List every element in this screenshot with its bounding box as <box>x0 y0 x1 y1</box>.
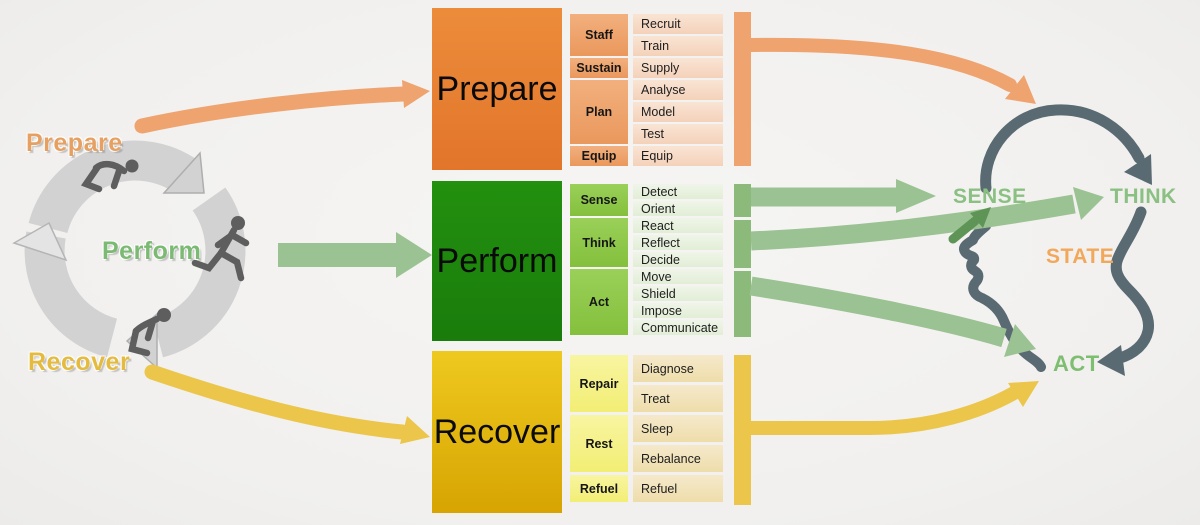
arrow-think-head-icon <box>1073 187 1104 220</box>
category-refuel: Refuel <box>570 475 628 502</box>
arrow-cycle-to-recover-head-icon <box>400 416 430 444</box>
table-item: Sleep <box>633 415 723 442</box>
category-act: Act <box>570 269 628 335</box>
recover-collector-bar <box>734 355 751 505</box>
category-rest: Rest <box>570 415 628 472</box>
prepare-collector-bar <box>734 12 751 166</box>
running-figure-icon <box>191 216 250 282</box>
arrow-prepare-to-head <box>744 37 1017 92</box>
cycle-label-recover: Recover <box>28 348 131 376</box>
category-sense: Sense <box>570 184 628 216</box>
prepare-flow <box>134 12 1036 166</box>
table-item: Communicate <box>633 320 723 335</box>
category-plan: Plan <box>570 80 628 144</box>
table-item: Train <box>633 36 723 56</box>
cycle-label-prepare: Prepare <box>26 129 123 157</box>
table-item: Orient <box>633 201 723 216</box>
arrow-cycle-to-prepare <box>134 86 412 134</box>
cycle-arrowhead-left-icon <box>12 221 68 262</box>
sense-collector-bar <box>734 184 751 217</box>
category-sustain: Sustain <box>570 58 628 78</box>
head-label-sense: SENSE <box>953 185 1027 208</box>
category-think: Think <box>570 218 628 267</box>
arrow-act-head-icon <box>1004 324 1036 357</box>
table-item: Supply <box>633 58 723 78</box>
table-item: React <box>633 218 723 233</box>
head-label-think: THINK <box>1110 185 1177 208</box>
recover-table: Repair Rest Refuel Diagnose Treat Sleep … <box>570 355 723 502</box>
table-item: Analyse <box>633 80 723 100</box>
prepare-box: Prepare <box>432 8 562 170</box>
head-skull-arc <box>980 104 1145 194</box>
act-arrowhead-icon <box>1097 345 1125 376</box>
kneeling-figure-icon <box>128 308 171 357</box>
act-collector-bar <box>734 271 751 337</box>
table-item: Diagnose <box>633 355 723 382</box>
table-item: Shield <box>633 286 723 301</box>
arrow-act <box>749 276 1007 348</box>
table-item: Rebalance <box>633 445 723 472</box>
head-label-state: STATE <box>1046 245 1115 268</box>
table-item: Decide <box>633 252 723 267</box>
perform-flow <box>278 179 1104 357</box>
arrow-think <box>750 194 1076 251</box>
recover-box: Recover <box>432 351 562 513</box>
perform-box: Perform <box>432 181 562 341</box>
table-item: Detect <box>633 184 723 199</box>
perform-table: Sense Think Act Detect Orient React Refl… <box>570 184 723 335</box>
arrow-recover-to-head <box>744 386 1021 435</box>
arrow-into-sense <box>948 216 980 244</box>
arrow-recover-to-head-icon <box>1008 381 1039 407</box>
prepare-table: Staff Sustain Plan Equip Recruit Train S… <box>570 14 723 166</box>
category-staff: Staff <box>570 14 628 56</box>
table-item: Model <box>633 102 723 122</box>
category-equip: Equip <box>570 146 628 166</box>
arrow-sense-head-icon <box>896 179 936 213</box>
table-item: Equip <box>633 146 723 166</box>
arrow-prepare-to-head-icon <box>1005 75 1036 104</box>
cycle-figures <box>80 159 250 357</box>
head-label-act: ACT <box>1053 351 1100 376</box>
table-item: Treat <box>633 385 723 412</box>
cycle-arrowhead-right-icon <box>162 151 205 194</box>
arrow-into-sense-head-icon <box>970 207 991 228</box>
table-item: Move <box>633 269 723 284</box>
cycle-label-perform: Perform <box>102 237 202 265</box>
arrow-cycle-to-prepare-head-icon <box>402 80 430 108</box>
crawling-figure-icon <box>80 159 139 193</box>
recover-flow <box>144 355 1039 505</box>
table-item: Reflect <box>633 235 723 250</box>
think-collector-bar <box>734 220 751 268</box>
table-item: Impose <box>633 303 723 318</box>
head-back-curve <box>1110 206 1155 364</box>
arrow-cycle-to-recover <box>144 364 410 440</box>
think-arrowhead-icon <box>1124 154 1152 185</box>
table-item: Recruit <box>633 14 723 34</box>
category-repair: Repair <box>570 355 628 412</box>
arrow-cycle-to-perform-head-icon <box>396 232 432 278</box>
table-item: Refuel <box>633 475 723 502</box>
cycle-arc-right <box>152 187 246 358</box>
table-item: Test <box>633 124 723 144</box>
